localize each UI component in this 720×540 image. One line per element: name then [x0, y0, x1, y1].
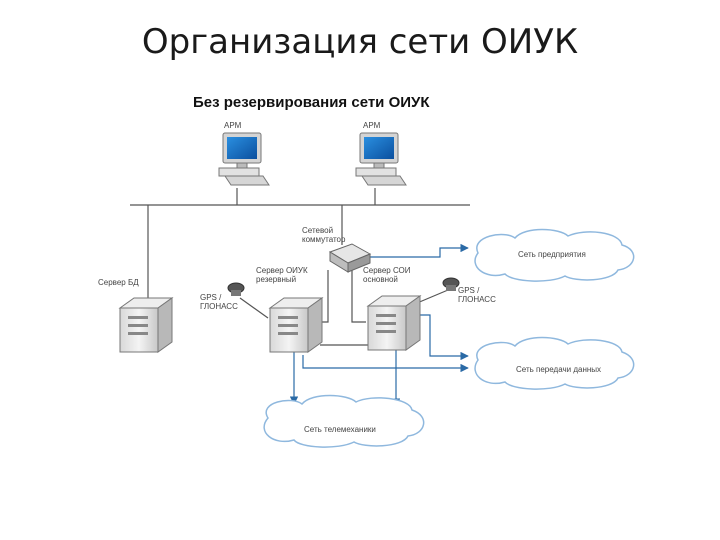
arm-right-label: АРМ [363, 121, 381, 130]
diagram-subtitle: Без резервирования сети ОИУК [193, 94, 430, 111]
slide-title: Организация сети ОИУК [141, 22, 579, 62]
db-server [118, 297, 174, 353]
cloud-enterprise-label: Сеть предприятия [518, 250, 586, 259]
cloud-telemechanics [263, 394, 425, 448]
switch-backup-link [320, 270, 329, 323]
main-server [366, 295, 422, 351]
backup-server [268, 297, 324, 353]
cloud-enterprise [474, 228, 635, 282]
arm-left-label: АРМ [224, 121, 242, 130]
gps-antenna-right-icon [442, 277, 460, 291]
workstation-right [355, 132, 407, 186]
arrow-data-1 [415, 314, 469, 361]
network-switch [328, 243, 372, 273]
gps-antenna-left-icon [227, 282, 245, 296]
cloud-telemechanics-label: Сеть телемеханики [304, 425, 376, 434]
gps-left-label: GPS / ГЛОНАСС [200, 293, 238, 311]
main-server-label: Сервер СОИ основной [363, 266, 413, 284]
arrow-data-2 [302, 355, 469, 373]
cloud-data-transfer-label: Сеть передачи данных [516, 365, 601, 374]
arrow-enterprise [356, 243, 469, 258]
switch-main-link [351, 270, 366, 323]
backup-server-label: Сервер ОИУК резервный [256, 266, 310, 284]
workstation-left [218, 132, 270, 186]
gps-left-link [239, 297, 269, 319]
gps-right-label: GPS / ГЛОНАСС [458, 286, 496, 304]
db-server-label: Сервер БД [98, 278, 139, 287]
cloud-data-transfer [474, 336, 635, 390]
switch-label: Сетевой коммутатор [302, 226, 346, 244]
